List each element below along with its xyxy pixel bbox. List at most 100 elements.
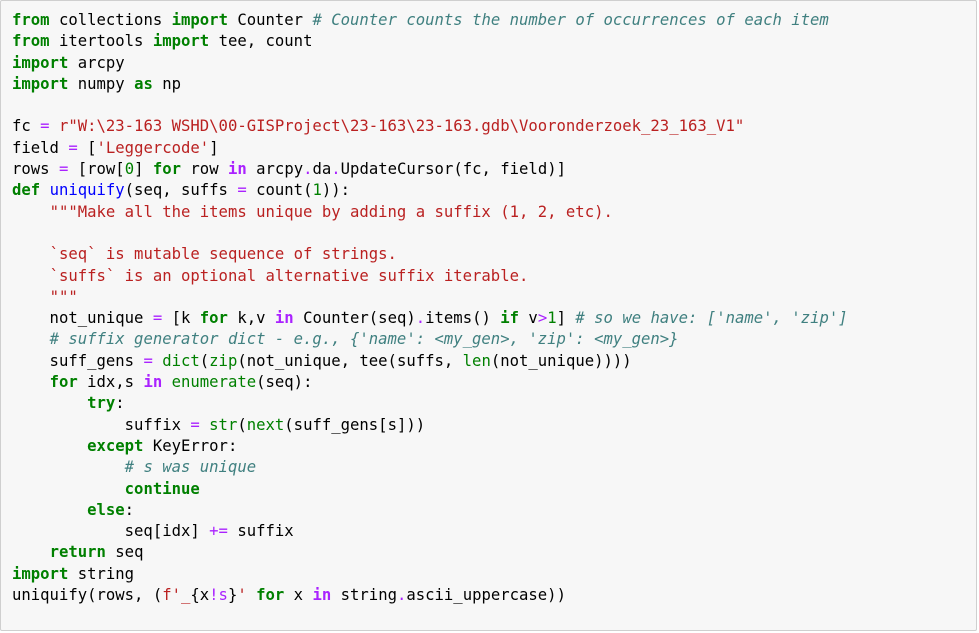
code-line: field = ['Leggercode'] xyxy=(12,138,848,159)
code-line: uniquify(rows, (f'_{x!s}' for x in strin… xyxy=(12,585,848,606)
number-literal: 1 xyxy=(547,309,557,328)
code-text: field xyxy=(12,138,69,157)
code-text: suffix xyxy=(227,522,294,541)
operator: = xyxy=(237,181,247,200)
keyword: import xyxy=(152,32,210,51)
operator: in xyxy=(274,309,294,328)
code-text: ascii_uppercase)) xyxy=(406,586,566,605)
code-line: try: xyxy=(12,393,848,414)
code-text: (seq, suffs xyxy=(124,181,238,200)
comment: # Counter counts the number of occurrenc… xyxy=(312,11,829,29)
code-editor[interactable]: from collections import Counter # Counte… xyxy=(12,10,848,606)
code-text: string xyxy=(331,586,397,605)
code-text: ( xyxy=(199,351,210,370)
code-line: from itertools import tee, count xyxy=(12,31,848,52)
code-text xyxy=(12,437,87,455)
code-text: np xyxy=(152,74,182,93)
operator: . xyxy=(331,160,341,179)
code-line: not_unique = [k for k,v in Counter(seq).… xyxy=(12,308,848,329)
code-text xyxy=(153,352,162,370)
code-line: else: xyxy=(12,500,848,521)
code-text: : xyxy=(124,500,135,519)
code-line: for idx,s in enumerate(seq): xyxy=(12,372,848,393)
keyword: for xyxy=(256,586,285,605)
code-text: (not_unique, tee(suffs, xyxy=(237,351,463,370)
code-text: seq[idx] xyxy=(12,522,210,541)
code-text: (suff_gens[s])) xyxy=(284,415,426,434)
code-line: from collections import Counter # Counte… xyxy=(12,10,848,31)
code-text: x xyxy=(284,586,313,605)
keyword: if xyxy=(500,309,520,328)
code-line xyxy=(12,95,848,116)
code-line: return seq xyxy=(12,542,848,563)
operator: = xyxy=(68,138,78,157)
code-text: arcpy xyxy=(246,160,304,179)
code-text xyxy=(200,416,209,434)
string-literal: f'_ xyxy=(162,586,191,605)
code-text xyxy=(12,288,50,306)
keyword: import xyxy=(12,564,69,583)
code-line: """Make all the items unique by adding a… xyxy=(12,202,848,223)
keyword: for xyxy=(199,309,228,328)
code-text xyxy=(12,458,125,476)
code-text: )): xyxy=(321,181,351,200)
string-literal: `suffs` is an optional alternative suffi… xyxy=(49,266,529,285)
operator: in xyxy=(227,160,247,179)
builtin-name: len xyxy=(462,351,491,370)
comment: # suffix generator dict - e.g., {'name':… xyxy=(49,330,679,349)
string-literal: """ xyxy=(49,287,78,306)
operator: = xyxy=(40,117,50,136)
code-text: count( xyxy=(246,181,313,200)
code-text: [ xyxy=(77,138,97,157)
code-text: : xyxy=(227,436,238,455)
operator: . xyxy=(303,160,313,179)
code-line: except KeyError: xyxy=(12,436,848,457)
code-text: fc xyxy=(12,117,41,136)
code-text: numpy xyxy=(68,74,135,93)
code-line xyxy=(12,223,848,244)
keyword: else xyxy=(87,500,125,519)
code-line: `suffs` is an optional alternative suffi… xyxy=(12,266,848,287)
string-literal: 'Leggercode' xyxy=(96,138,210,157)
code-text xyxy=(50,117,59,135)
code-text xyxy=(162,373,171,391)
code-text: : xyxy=(115,394,125,413)
keyword: def xyxy=(12,181,41,200)
code-text: seq xyxy=(105,543,144,562)
keyword: continue xyxy=(124,479,200,498)
code-text xyxy=(12,394,87,412)
keyword: as xyxy=(134,74,153,93)
code-text xyxy=(12,543,50,561)
code-text: arcpy xyxy=(68,53,125,72)
code-text: (not_unique)))) xyxy=(490,351,632,370)
code-text: Counter(seq) xyxy=(293,309,416,328)
code-text: v xyxy=(519,309,538,328)
code-text: } xyxy=(227,586,238,605)
code-text xyxy=(12,267,50,285)
keyword: import xyxy=(171,11,228,29)
code-text: k,v xyxy=(227,309,275,328)
code-text: da xyxy=(312,160,332,179)
code-text: tee, count xyxy=(209,32,313,51)
code-text: Counter xyxy=(227,11,313,29)
keyword: return xyxy=(49,543,106,562)
code-text: UpdateCursor(fc, field)] xyxy=(340,160,566,179)
string-literal: ' xyxy=(237,586,247,605)
code-text: [row[ xyxy=(68,160,125,179)
keyword: import xyxy=(12,74,69,93)
code-line: seq[idx] += suffix xyxy=(12,521,848,542)
keyword: for xyxy=(49,373,78,392)
code-line: rows = [row[0] for row in arcpy.da.Updat… xyxy=(12,159,848,180)
code-text: rows xyxy=(12,160,59,179)
builtin-name: next xyxy=(246,415,285,434)
code-line: continue xyxy=(12,479,848,500)
operator: = xyxy=(190,415,200,434)
code-line: """ xyxy=(12,287,848,308)
builtin-name: enumerate xyxy=(171,373,257,392)
keyword: try xyxy=(87,394,116,413)
operator: = xyxy=(152,309,163,328)
code-text: ( xyxy=(237,415,247,434)
string-literal: r"W:\23-163 WSHD\00-GISProject\23-163\23… xyxy=(58,117,745,136)
code-text: idx,s xyxy=(77,373,144,392)
